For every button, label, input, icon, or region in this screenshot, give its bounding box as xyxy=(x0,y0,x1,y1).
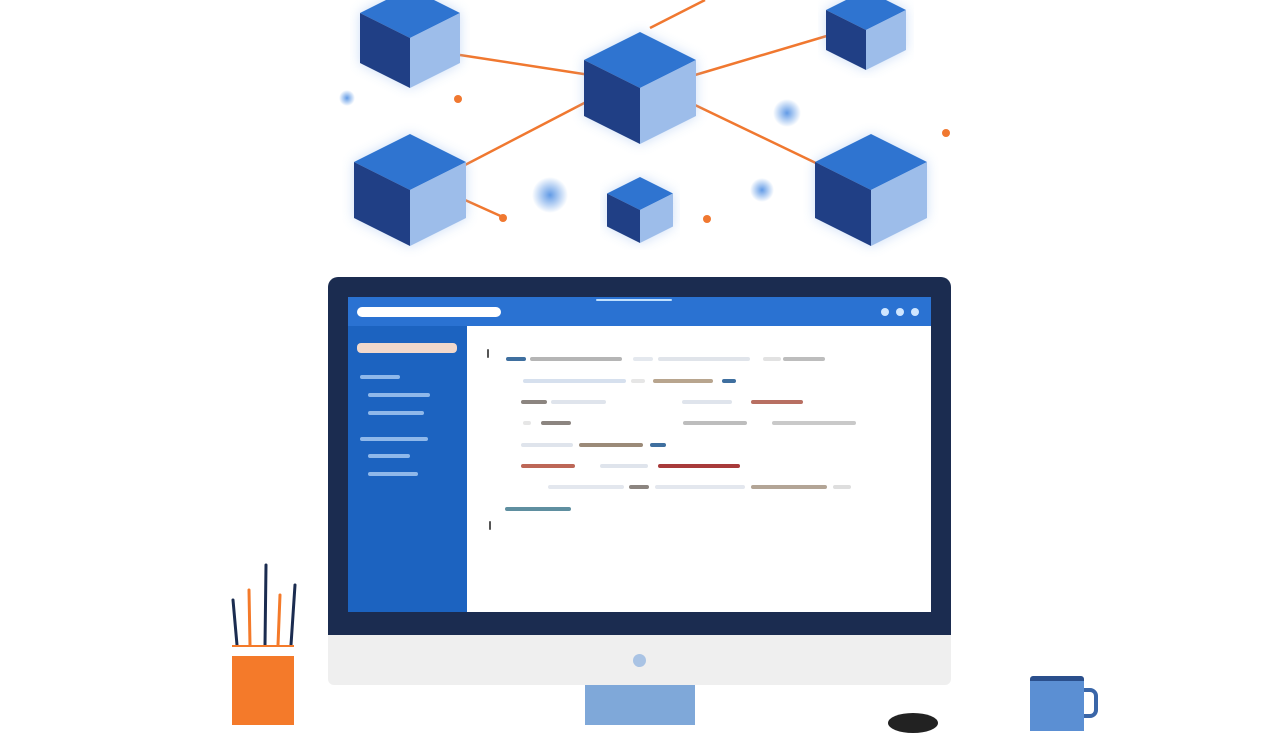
pencils-icon xyxy=(231,563,297,647)
desk-object xyxy=(888,713,938,733)
link-line xyxy=(459,53,591,77)
blockchain-cube-icon xyxy=(360,0,460,88)
node-dot xyxy=(703,215,711,223)
blockchain-cube-icon xyxy=(354,134,466,246)
code-token xyxy=(783,357,825,361)
app-header xyxy=(348,297,931,326)
sidebar-item xyxy=(368,411,424,415)
code-token xyxy=(523,421,531,425)
code-token xyxy=(506,357,526,361)
code-token xyxy=(600,464,648,468)
code-token xyxy=(833,485,851,489)
blockchain-cube-icon xyxy=(815,134,927,246)
glow-dot xyxy=(773,99,801,127)
glow-dot xyxy=(339,90,355,106)
header-highlight xyxy=(596,299,672,301)
sidebar xyxy=(348,326,467,612)
sidebar-item xyxy=(360,437,428,441)
sidebar-active-item xyxy=(357,343,457,353)
code-token xyxy=(541,421,571,425)
blockchain-network-illustration xyxy=(339,0,950,246)
code-token xyxy=(579,443,643,447)
blockchain-cube-icon xyxy=(826,0,906,70)
pencil-cup-icon xyxy=(232,645,294,725)
mug-handle xyxy=(1080,688,1098,718)
window-dot-icon xyxy=(911,308,919,316)
window-dot-icon xyxy=(881,308,889,316)
sidebar-item xyxy=(368,393,430,397)
blockchain-cube-icon xyxy=(584,32,696,144)
code-token xyxy=(653,379,713,383)
code-token xyxy=(658,357,750,361)
code-token xyxy=(633,357,653,361)
monitor-screen xyxy=(348,297,931,612)
code-token xyxy=(631,379,645,383)
code-token xyxy=(551,400,606,404)
code-token xyxy=(658,464,740,468)
link-line xyxy=(694,33,831,77)
link-line xyxy=(464,98,591,167)
sidebar-item xyxy=(368,472,418,476)
code-token xyxy=(772,421,856,425)
node-dot xyxy=(454,95,462,103)
code-token xyxy=(751,400,803,404)
code-token xyxy=(751,485,827,489)
text-cursor xyxy=(487,349,489,358)
code-token xyxy=(521,464,575,468)
node-dot xyxy=(499,214,507,222)
window-dot-icon xyxy=(896,308,904,316)
pencil-cup-band xyxy=(232,645,294,656)
code-token xyxy=(655,485,745,489)
code-token xyxy=(650,443,666,447)
code-token xyxy=(521,400,547,404)
code-token xyxy=(548,485,624,489)
code-token xyxy=(763,357,781,361)
code-token xyxy=(722,379,736,383)
code-token xyxy=(521,443,573,447)
code-token xyxy=(629,485,649,489)
sidebar-item xyxy=(360,375,400,379)
node-dot xyxy=(942,129,950,137)
link-line xyxy=(694,103,821,167)
monitor-chin xyxy=(328,635,951,685)
code-token xyxy=(682,400,732,404)
blockchain-cube-icon xyxy=(607,177,673,243)
glow-dot xyxy=(750,178,774,202)
power-button-icon xyxy=(633,654,646,667)
code-token xyxy=(523,379,626,383)
code-token xyxy=(505,507,571,511)
coffee-mug-icon xyxy=(1030,676,1084,731)
text-cursor xyxy=(489,521,491,530)
monitor-stand xyxy=(585,685,695,725)
glow-dot xyxy=(532,177,568,213)
code-token xyxy=(683,421,747,425)
search-bar xyxy=(357,307,501,317)
link-line xyxy=(464,198,506,220)
link-line xyxy=(649,0,706,30)
code-token xyxy=(530,357,622,361)
sidebar-item xyxy=(368,454,410,458)
